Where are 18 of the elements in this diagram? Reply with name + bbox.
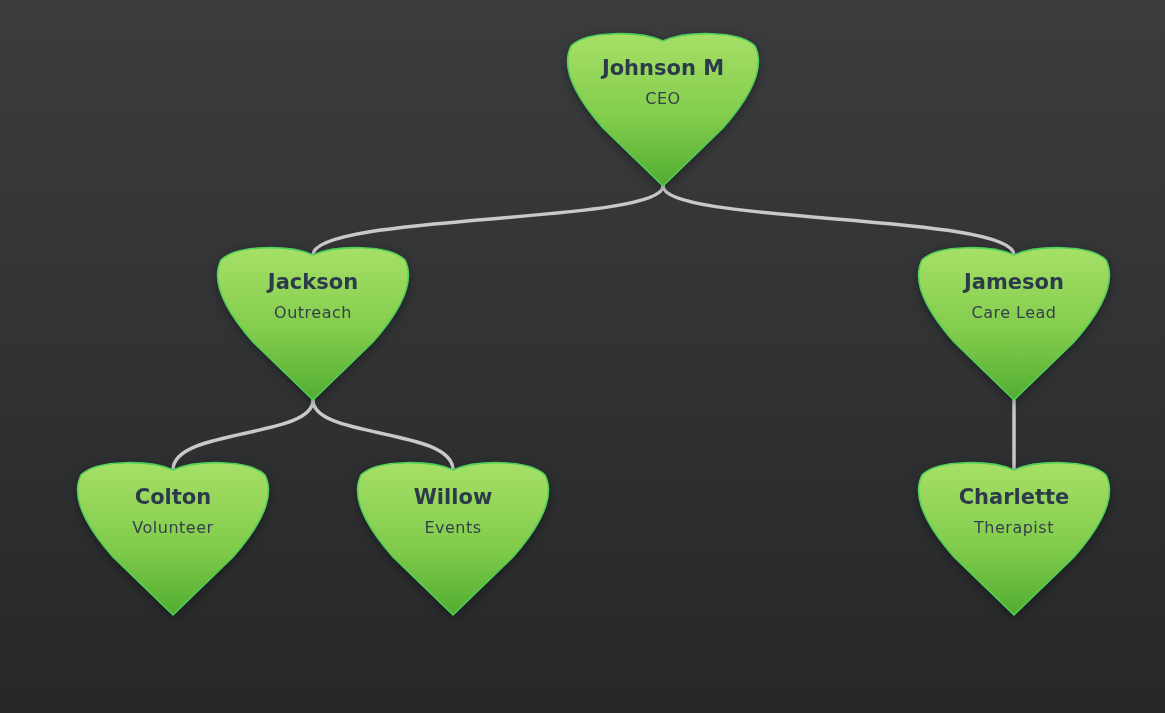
job-title: CEO — [645, 88, 681, 110]
person-name: Charlette — [958, 484, 1070, 511]
heart-node — [916, 246, 1112, 402]
job-title: Care Lead — [971, 302, 1057, 324]
person-name: Jackson — [267, 269, 359, 296]
person-name: Willow — [413, 484, 493, 511]
heart-node — [215, 246, 411, 402]
job-title: Outreach — [274, 302, 352, 324]
heart-node — [565, 32, 761, 188]
heart-node — [916, 461, 1112, 617]
person-name: Jameson — [964, 269, 1064, 296]
heart-node — [75, 461, 271, 617]
job-title: Therapist — [974, 517, 1054, 539]
job-title: Events — [424, 517, 482, 539]
job-title: Volunteer — [132, 517, 214, 539]
heart-node — [355, 461, 551, 617]
person-name: Colton — [134, 484, 212, 511]
person-name: Johnson M — [601, 55, 725, 82]
